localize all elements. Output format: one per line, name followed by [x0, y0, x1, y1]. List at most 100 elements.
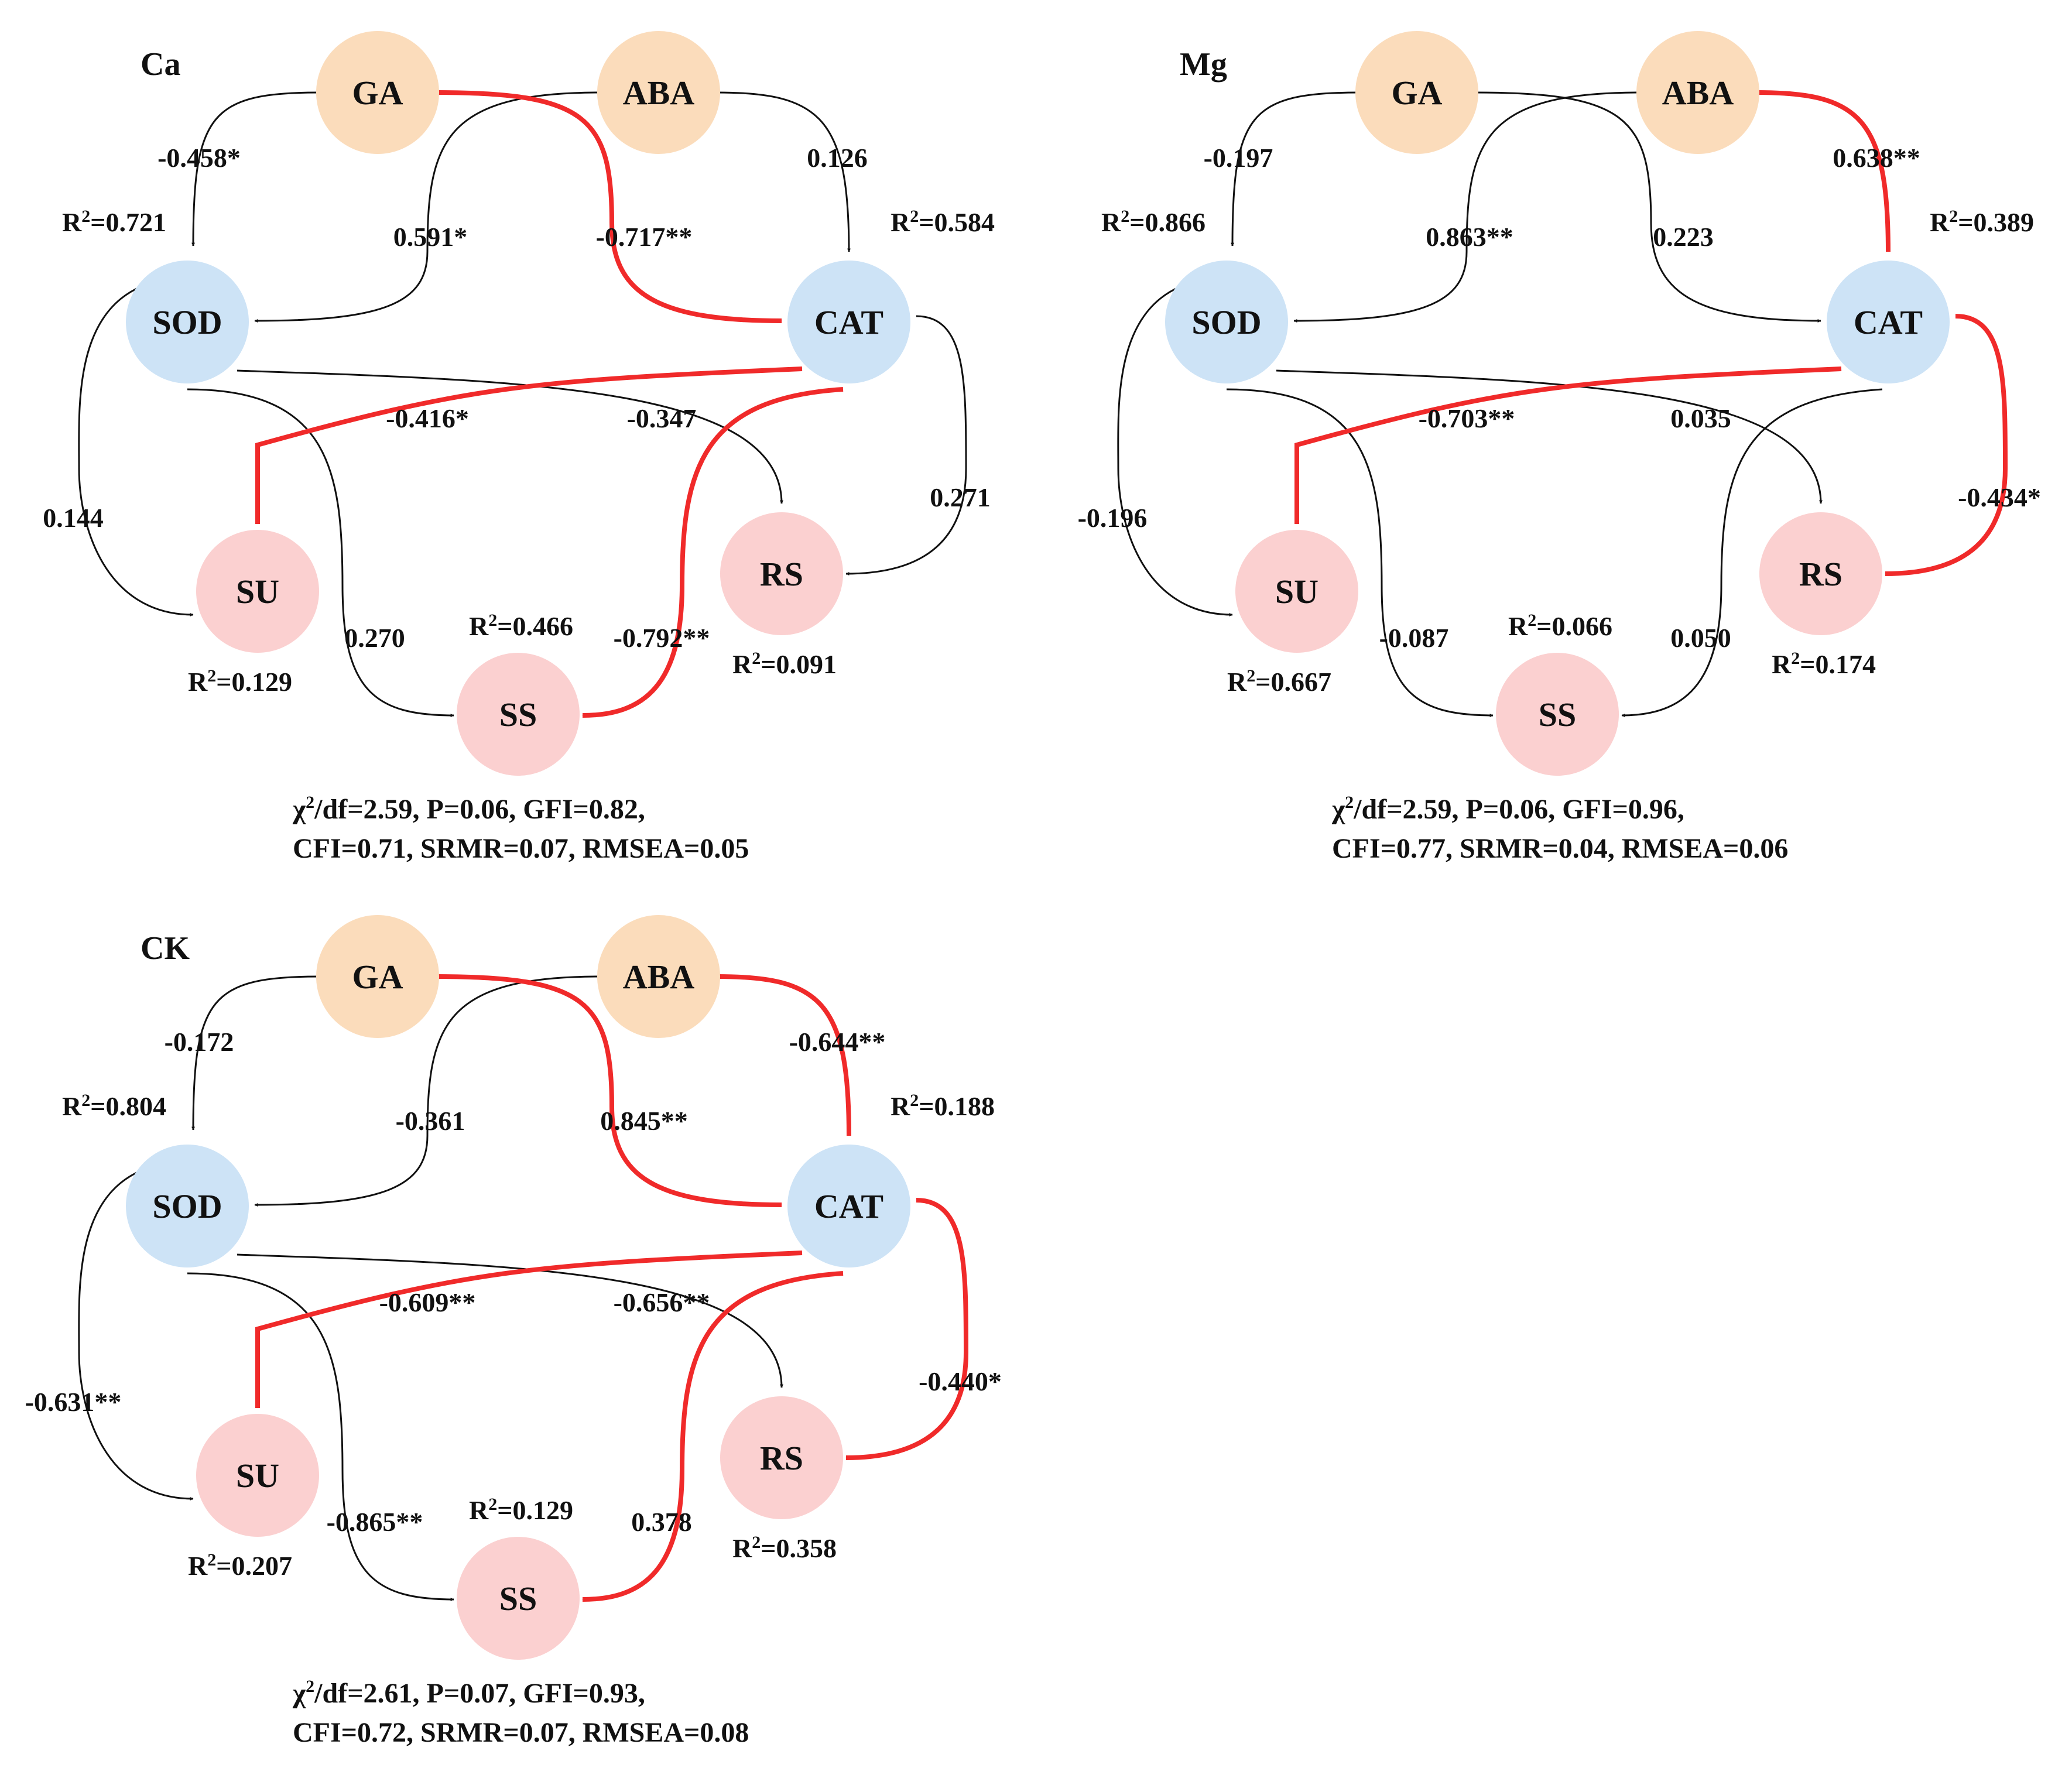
edge-label-aba-cat: 0.126: [807, 143, 868, 173]
edge-label-ga-cat: 0.223: [1653, 222, 1714, 252]
panel-title: CK: [141, 930, 190, 967]
node-label-su: SU: [236, 573, 279, 611]
edge-label-ga-cat: 0.845**: [600, 1106, 688, 1136]
node-su: [196, 530, 319, 653]
r2-label-sod: R2=0.804: [62, 1091, 166, 1121]
edge-cat-to-su: [255, 366, 803, 525]
edge-cat-to-ss: [1621, 388, 1883, 717]
node-cat: [1827, 261, 1950, 383]
edge-cat-to-ss: [582, 387, 844, 718]
node-ss: [1496, 653, 1619, 776]
node-cat: [787, 261, 910, 383]
node-sod: [1165, 261, 1288, 383]
node-label-ga: GA: [352, 958, 403, 996]
r2-label-rs: R2=0.358: [732, 1533, 837, 1563]
node-label-su: SU: [236, 1457, 279, 1495]
node-label-sod: SOD: [152, 303, 222, 341]
edge-label-ga-sod: -0.458*: [157, 143, 241, 173]
edge-label-ga-cat: -0.717**: [596, 222, 693, 252]
node-label-aba: ABA: [1662, 74, 1734, 112]
edge-label-sod-su: -0.631**: [25, 1387, 122, 1417]
node-rs: [720, 512, 843, 635]
edge-aba-to-cat: [717, 974, 851, 1136]
edge-label-aba-sod: 0.863**: [1426, 222, 1513, 252]
edge-cat-to-ss: [582, 1271, 844, 1602]
node-label-ss: SS: [1539, 696, 1577, 734]
panel-title: Mg: [1180, 46, 1227, 83]
r2-label-su: R2=0.129: [188, 666, 292, 697]
r2-label-rs: R2=0.091: [732, 649, 837, 679]
edge-label-cat-rs: -0.440*: [919, 1366, 1002, 1396]
edge-sod-to-su: [1117, 286, 1233, 616]
r2-label-sod: R2=0.721: [62, 207, 166, 237]
node-label-ga: GA: [352, 74, 403, 112]
node-sod: [126, 261, 249, 383]
edges: [1117, 90, 2008, 717]
edge-aba-to-cat: [1756, 90, 1891, 252]
edge-sod-to-rs: [1276, 369, 1823, 504]
edge-label-cat-su: -0.416*: [386, 403, 469, 433]
fit-line-1: χ2/df=2.61, P=0.07, GFI=0.93,: [292, 1677, 645, 1709]
edge-sod-to-rs: [237, 369, 783, 504]
node-label-ga: GA: [1392, 74, 1443, 112]
edge-sod-to-ss: [187, 1272, 454, 1601]
fit-line-2: CFI=0.77, SRMR=0.04, RMSEA=0.06: [1332, 833, 1788, 864]
node-label-su: SU: [1275, 573, 1318, 611]
edge-aba-to-cat: [717, 91, 851, 252]
node-label-ss: SS: [499, 696, 537, 734]
node-aba: [597, 915, 720, 1038]
r2-label-ss: R2=0.066: [1508, 611, 1612, 641]
fit-line-2: CFI=0.71, SRMR=0.07, RMSEA=0.05: [293, 833, 749, 864]
node-rs: [1759, 512, 1882, 635]
edge-label-cat-ss: 0.378: [631, 1507, 692, 1537]
node-label-sod: SOD: [1191, 303, 1261, 341]
node-label-rs: RS: [760, 1439, 803, 1477]
edge-label-sod-rs: -0.347: [627, 403, 697, 433]
edge-sod-to-rs: [237, 1253, 783, 1388]
edge-ga-to-cat: [436, 90, 782, 323]
node-ga: [316, 31, 439, 154]
edge-labels: -0.458*0.591*-0.717**0.1260.1440.270-0.3…: [43, 143, 991, 653]
node-label-ss: SS: [499, 1580, 537, 1618]
node-label-cat: CAT: [814, 1187, 883, 1225]
edge-label-ga-sod: -0.172: [165, 1027, 234, 1057]
edge-label-cat-su: -0.703**: [1419, 403, 1515, 433]
edge-sod-to-ss: [187, 388, 454, 717]
node-sod: [126, 1145, 249, 1267]
node-label-rs: RS: [760, 555, 803, 593]
edges: [78, 90, 967, 718]
edge-label-cat-rs: 0.271: [930, 482, 991, 512]
edge-cat-to-su: [1294, 366, 1842, 525]
node-aba: [1636, 31, 1759, 154]
r2-label-cat: R2=0.389: [1930, 207, 2034, 237]
edge-sod-to-su: [78, 1170, 194, 1500]
node-label-cat: CAT: [1854, 303, 1923, 341]
edge-sod-to-ss: [1226, 388, 1494, 717]
edge-label-ga-sod: -0.197: [1204, 143, 1273, 173]
fit-line-1: χ2/df=2.59, P=0.06, GFI=0.82,: [292, 793, 645, 825]
edge-label-cat-ss: 0.050: [1670, 623, 1731, 653]
r2-label-su: R2=0.207: [188, 1550, 292, 1581]
edge-ga-to-cat: [1475, 91, 1821, 323]
node-ss: [457, 653, 580, 776]
r2-label-rs: R2=0.174: [1772, 649, 1876, 679]
fit-indices: χ2/df=2.59, P=0.06, GFI=0.96,CFI=0.77, S…: [1331, 793, 1788, 864]
edge-ga-to-sod: [191, 975, 320, 1130]
fit-indices: χ2/df=2.59, P=0.06, GFI=0.82, CFI=0.71, S…: [292, 793, 749, 864]
edge-cat-to-rs: [1885, 314, 2008, 576]
edge-cat-to-rs: [845, 1198, 969, 1460]
node-ss: [457, 1537, 580, 1660]
edge-ga-to-sod: [1231, 91, 1359, 246]
r2-label-sod: R2=0.866: [1101, 207, 1205, 237]
edge-cat-to-su: [255, 1251, 803, 1409]
